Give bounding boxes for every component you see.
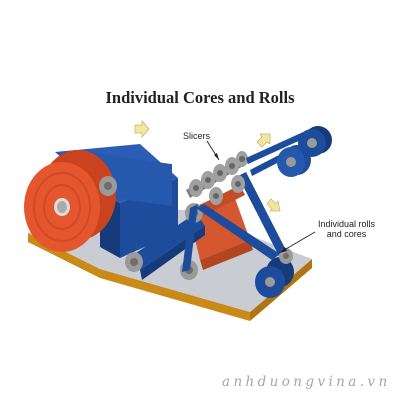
diagram-title: Individual Cores and Rolls <box>105 88 295 107</box>
flow-arrow-3 <box>266 198 281 212</box>
flow-arrow-2 <box>256 133 271 148</box>
upper-belt <box>246 128 314 164</box>
frame-arm-left <box>182 204 198 272</box>
individual-rolls-label-line1: Individual rolls <box>318 219 376 229</box>
individual-rolls-label: Individual rolls and cores <box>318 219 375 240</box>
frame-arm-back <box>238 172 290 262</box>
frame-arm-front <box>196 204 280 260</box>
individual-rolls-label-line2: and cores <box>326 229 367 240</box>
slicers-label: Slicers <box>183 131 211 141</box>
base-side-front <box>28 233 250 321</box>
flow-arrow-1 <box>134 119 150 139</box>
slicer-blades <box>189 151 248 205</box>
watermark: anhduongvina.vn <box>222 374 391 390</box>
lower-belt <box>130 213 205 270</box>
